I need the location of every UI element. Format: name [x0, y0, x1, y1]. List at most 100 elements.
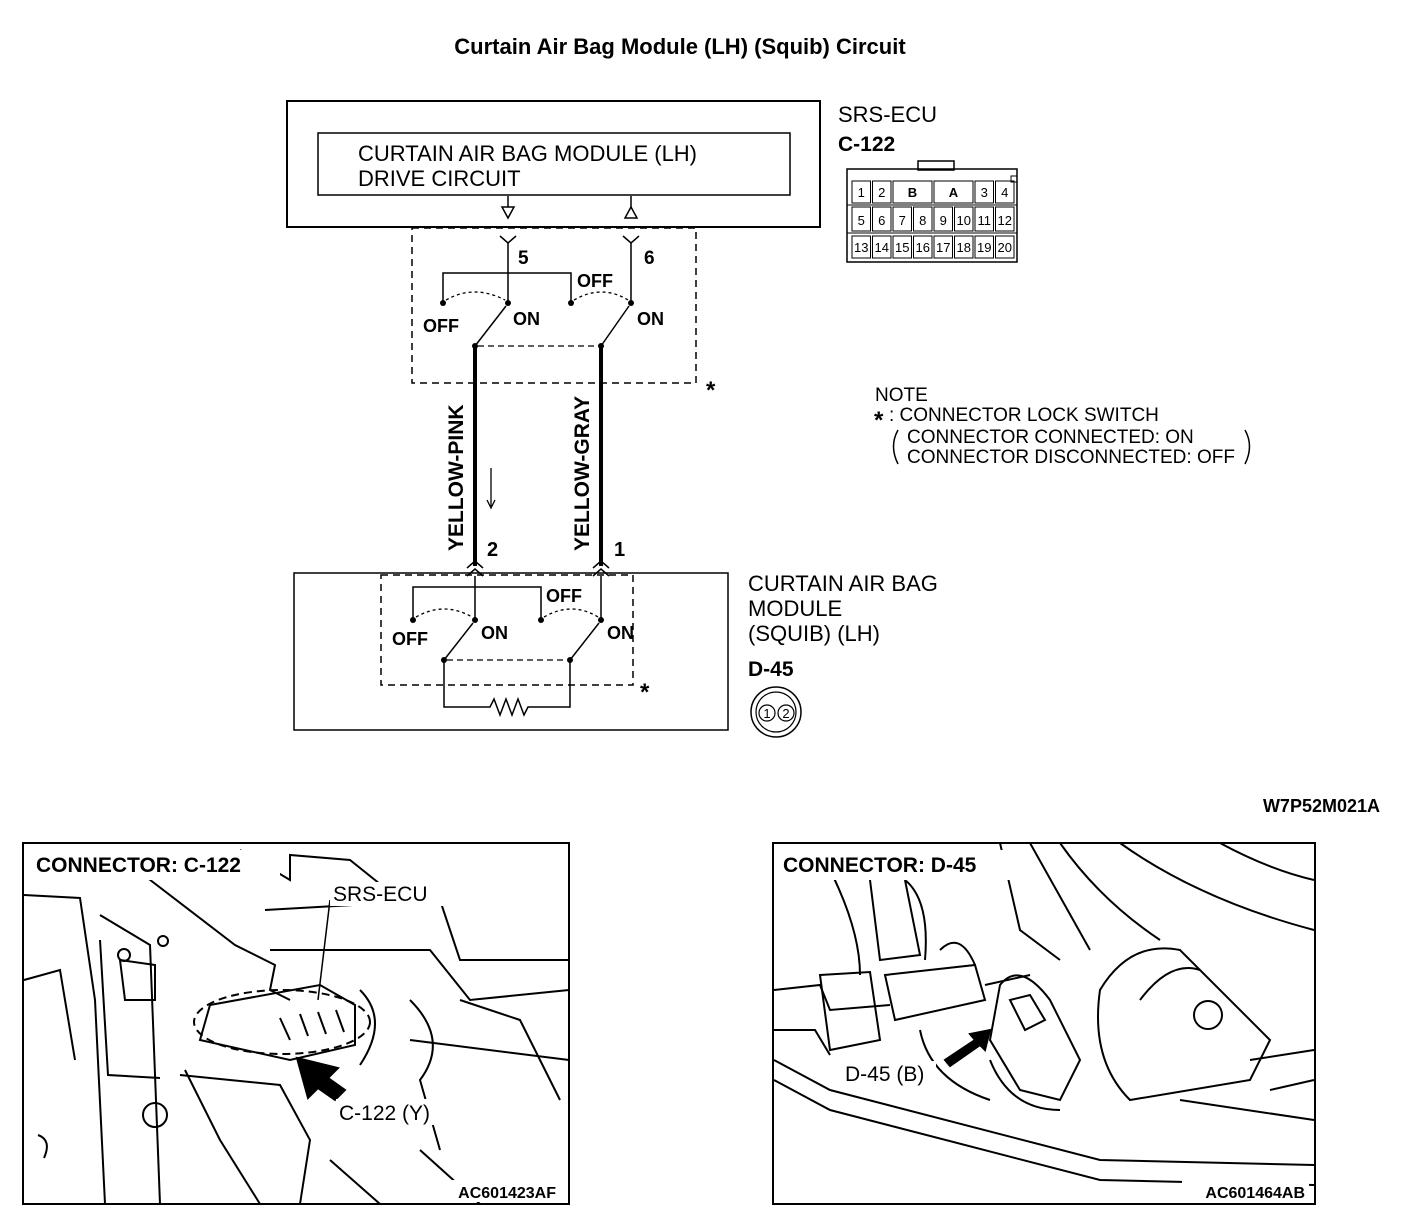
- ecu-name: SRS-ECU: [838, 102, 937, 127]
- pointer-arrow-icon: [943, 1028, 992, 1068]
- drive-circuit-line1: CURTAIN AIR BAG MODULE (LH): [358, 141, 697, 166]
- ecu-connector-id: C-122: [838, 133, 895, 156]
- connector-pin-label: 8: [919, 213, 926, 228]
- module-name-line2: MODULE: [748, 596, 842, 621]
- photo-left-heading: CONNECTOR: C-122: [36, 854, 241, 877]
- note-asterisk: *: [874, 407, 884, 434]
- switch-on-label: ON: [513, 309, 540, 329]
- drive-circuit-box: [317, 132, 791, 196]
- connector-pin-cell: [913, 235, 933, 259]
- connector-pin-cell: [872, 206, 892, 232]
- photo-left-connector-label: C-122 (Y): [339, 1102, 430, 1125]
- connector-pin-label: 12: [998, 213, 1012, 228]
- connector-pin-label: 5: [858, 213, 865, 228]
- photo-c122: CONNECTOR: C-122 SRS-ECU C-122 (Y) AC601…: [22, 842, 570, 1205]
- output-arrow-icon: [500, 206, 516, 220]
- switch-on-label: ON: [607, 623, 634, 643]
- highlight-outline: [193, 989, 371, 1055]
- d45-pin-1: 1: [763, 706, 770, 721]
- airbag-module-block: OFF ON OFF ON * CURTAIN AIR BAG MODULE (…: [293, 571, 938, 731]
- d45-pin-2: 2: [782, 706, 789, 721]
- connector-pin-label: 20: [998, 240, 1012, 255]
- module-name-line1: CURTAIN AIR BAG: [748, 571, 938, 596]
- diagram-title: Curtain Air Bag Module (LH) (Squib) Circ…: [454, 34, 906, 59]
- connector-pin-cell: [851, 180, 871, 204]
- switch-off-label: OFF: [546, 586, 582, 606]
- connector-pin-cell: [933, 206, 953, 232]
- note-block: NOTE * : CONNECTOR LOCK SWITCH CONNECTOR…: [874, 385, 1251, 468]
- note-line1: : CONNECTOR LOCK SWITCH: [889, 405, 1159, 426]
- ecu-terminal-5: 5: [518, 248, 529, 269]
- connector-pin-cell: [892, 235, 912, 259]
- connector-pin-label: 9: [940, 213, 947, 228]
- module-terminal-2: 2: [487, 539, 498, 561]
- connector-pin-label: 13: [854, 240, 868, 255]
- connector-pin-cell: [892, 206, 912, 232]
- module-outline: [293, 572, 729, 731]
- switch-off-label: OFF: [392, 629, 428, 649]
- current-flow-arrow-icon: [486, 499, 496, 510]
- squib-resistor-icon: [443, 660, 571, 718]
- connector-pin-cell: [995, 235, 1015, 259]
- connector-pin-cell: [892, 180, 933, 204]
- photo-left-code: AC601423AF: [458, 1185, 556, 1202]
- note-heading: NOTE: [875, 385, 928, 406]
- connector-pin-label: 18: [957, 240, 971, 255]
- connector-pin-cell: [995, 180, 1015, 204]
- wire-color-left: YELLOW-PINK: [445, 404, 468, 551]
- switch-off-label: OFF: [423, 316, 459, 336]
- module-terminal-1: 1: [614, 539, 625, 561]
- lock-switch-asterisk: *: [706, 377, 716, 404]
- photo-d45: CONNECTOR: D-45 D-45 (B) AC601464AB: [772, 842, 1316, 1205]
- connector-pin-label: 15: [895, 240, 909, 255]
- d45-connector-face: 1 2: [750, 686, 802, 738]
- connector-pin-cell: [974, 206, 994, 232]
- connector-pin-cell: [974, 180, 994, 204]
- srs-ecu-block: CURTAIN AIR BAG MODULE (LH) DRIVE CIRCUI…: [286, 100, 937, 228]
- wire-color-right: YELLOW-GRAY: [571, 396, 594, 551]
- note-line2: CONNECTOR CONNECTED: ON: [907, 427, 1194, 448]
- connector-pin-cell: [933, 235, 953, 259]
- connector-pin-label: 6: [878, 213, 885, 228]
- module-connector-id: D-45: [748, 658, 794, 681]
- connector-pin-label: 7: [899, 213, 906, 228]
- connector-pin-label: 2: [878, 185, 885, 200]
- connector-pin-cell: [851, 235, 871, 259]
- connector-pin-cell: [872, 235, 892, 259]
- connector-pin-cell: [974, 235, 994, 259]
- switch-on-label: ON: [481, 623, 508, 643]
- connector-pin-cell: [954, 206, 974, 232]
- connector-pin-label: 16: [916, 240, 930, 255]
- switch-on-label: ON: [637, 309, 664, 329]
- connector-pin-label: 10: [957, 213, 971, 228]
- ecu-terminal-6: 6: [644, 248, 655, 269]
- connector-pin-cell: [851, 206, 871, 232]
- pointer-arrow-icon: [295, 1056, 347, 1102]
- connector-pin-label: A: [949, 185, 959, 200]
- connector-pin-label: 11: [978, 213, 992, 228]
- figure-code: W7P52M021A: [1263, 796, 1380, 816]
- module-lock-asterisk: *: [640, 679, 650, 706]
- switch-off-label: OFF: [577, 271, 613, 291]
- connector-pin-label: 1: [858, 185, 865, 200]
- dashboard-illustration: [23, 849, 570, 1205]
- input-arrow-icon: [623, 205, 639, 219]
- connector-pin-cell: [872, 180, 892, 204]
- connector-pin-cell: [954, 235, 974, 259]
- photo-right-heading: CONNECTOR: D-45: [783, 854, 977, 877]
- connector-pin-cell: [995, 206, 1015, 232]
- connector-pin-label: 14: [875, 240, 889, 255]
- connector-pin-label: 17: [936, 240, 950, 255]
- connector-pin-label: B: [908, 185, 917, 200]
- connector-pin-label: 4: [1001, 185, 1008, 200]
- connector-pin-cell: [913, 206, 933, 232]
- photo-right-code: AC601464AB: [1205, 1185, 1305, 1202]
- connector-latch-icon: [917, 160, 955, 171]
- photo-right-connector-label: D-45 (B): [845, 1063, 924, 1086]
- module-name-line3: (SQUIB) (LH): [748, 621, 880, 646]
- ecu-lock-switch: 5 6 OFF ON OFF ON *: [411, 227, 716, 404]
- connector-pin-cell: [933, 180, 974, 204]
- connector-pin-label: 3: [981, 185, 988, 200]
